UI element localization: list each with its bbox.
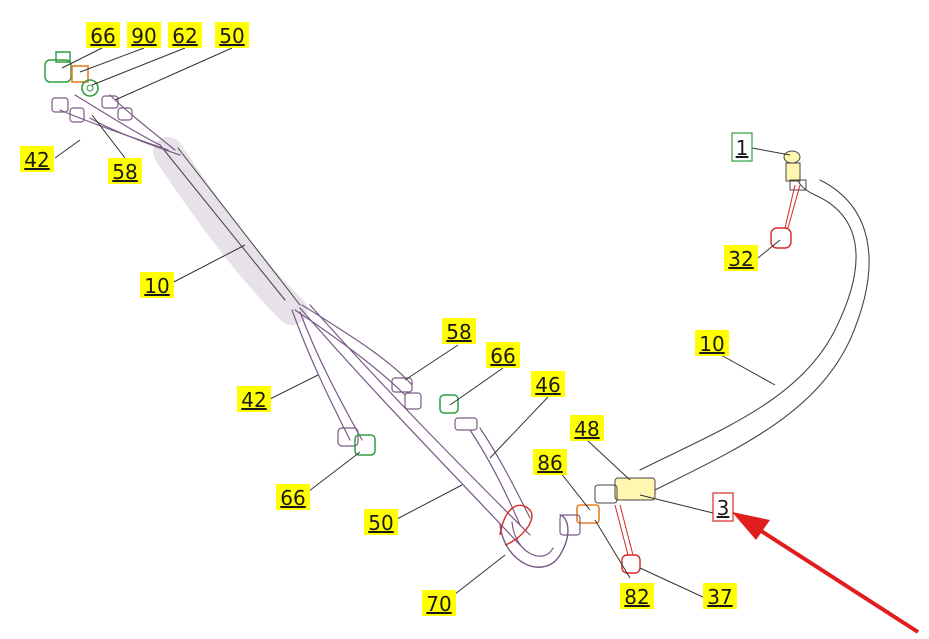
- svg-text:42: 42: [241, 388, 266, 412]
- callout-10-left[interactable]: 10: [140, 272, 174, 298]
- callout-50-top[interactable]: 50: [215, 22, 249, 48]
- svg-text:10: 10: [699, 332, 724, 356]
- callouts: 66 90 62 50 42 58 10 1: [20, 22, 758, 616]
- callout-82[interactable]: 82: [620, 583, 654, 609]
- svg-text:58: 58: [446, 320, 471, 344]
- callout-50-lower[interactable]: 50: [364, 509, 398, 535]
- callout-32[interactable]: 32: [724, 245, 758, 271]
- svg-text:10: 10: [144, 274, 169, 298]
- fitting-1: [783, 150, 807, 191]
- callout-42-mid[interactable]: 42: [237, 386, 271, 412]
- fitting-62: [81, 79, 99, 97]
- svg-text:82: 82: [624, 585, 649, 609]
- fitting-90: [71, 65, 89, 83]
- callout-86[interactable]: 86: [533, 449, 567, 475]
- callout-62[interactable]: 62: [168, 22, 202, 48]
- callout-42-top[interactable]: 42: [20, 146, 54, 172]
- callout-3[interactable]: 3: [712, 492, 734, 522]
- cap-32: [770, 184, 801, 249]
- leader-lines: [54, 47, 791, 599]
- nuts-top-left: [51, 95, 133, 123]
- callout-46[interactable]: 46: [531, 371, 565, 397]
- svg-text:32: 32: [728, 247, 753, 271]
- svg-text:37: 37: [707, 585, 732, 609]
- callout-66-mid[interactable]: 66: [486, 342, 520, 368]
- svg-text:66: 66: [280, 486, 305, 510]
- red-arrow-icon: [732, 512, 920, 634]
- svg-text:3: 3: [717, 496, 730, 520]
- svg-text:1: 1: [736, 136, 749, 160]
- svg-text:48: 48: [574, 417, 599, 441]
- callout-37[interactable]: 37: [703, 583, 737, 609]
- fitting-66-mid: [439, 394, 478, 431]
- svg-text:62: 62: [172, 24, 197, 48]
- svg-text:66: 66: [90, 24, 115, 48]
- callout-10-right[interactable]: 10: [695, 330, 729, 356]
- fitting-66-lower: [337, 427, 376, 456]
- callout-90[interactable]: 90: [127, 22, 161, 48]
- svg-text:42: 42: [24, 148, 49, 172]
- svg-text:50: 50: [219, 24, 244, 48]
- callout-48[interactable]: 48: [570, 415, 604, 441]
- svg-text:86: 86: [537, 451, 562, 475]
- svg-text:50: 50: [368, 511, 393, 535]
- callout-66-lower[interactable]: 66: [276, 484, 310, 510]
- fitting-58-mid: [391, 377, 422, 410]
- fittings: [44, 51, 807, 574]
- hose-drawing: [59, 94, 870, 568]
- fitting-66-top: [44, 51, 72, 83]
- fitting-82: [559, 514, 581, 536]
- fitting-48: [594, 477, 656, 504]
- callout-58-mid[interactable]: 58: [442, 318, 476, 344]
- svg-text:58: 58: [112, 160, 137, 184]
- svg-text:46: 46: [535, 373, 560, 397]
- svg-text:66: 66: [490, 344, 515, 368]
- cap-37: [614, 504, 641, 574]
- clip-70: [499, 504, 533, 546]
- callout-58-top[interactable]: 58: [108, 158, 142, 184]
- svg-text:90: 90: [131, 24, 156, 48]
- callout-70[interactable]: 70: [422, 590, 456, 616]
- callout-66-top[interactable]: 66: [86, 22, 120, 48]
- svg-text:70: 70: [426, 592, 451, 616]
- callout-1[interactable]: 1: [731, 132, 753, 162]
- fitting-86: [576, 504, 600, 524]
